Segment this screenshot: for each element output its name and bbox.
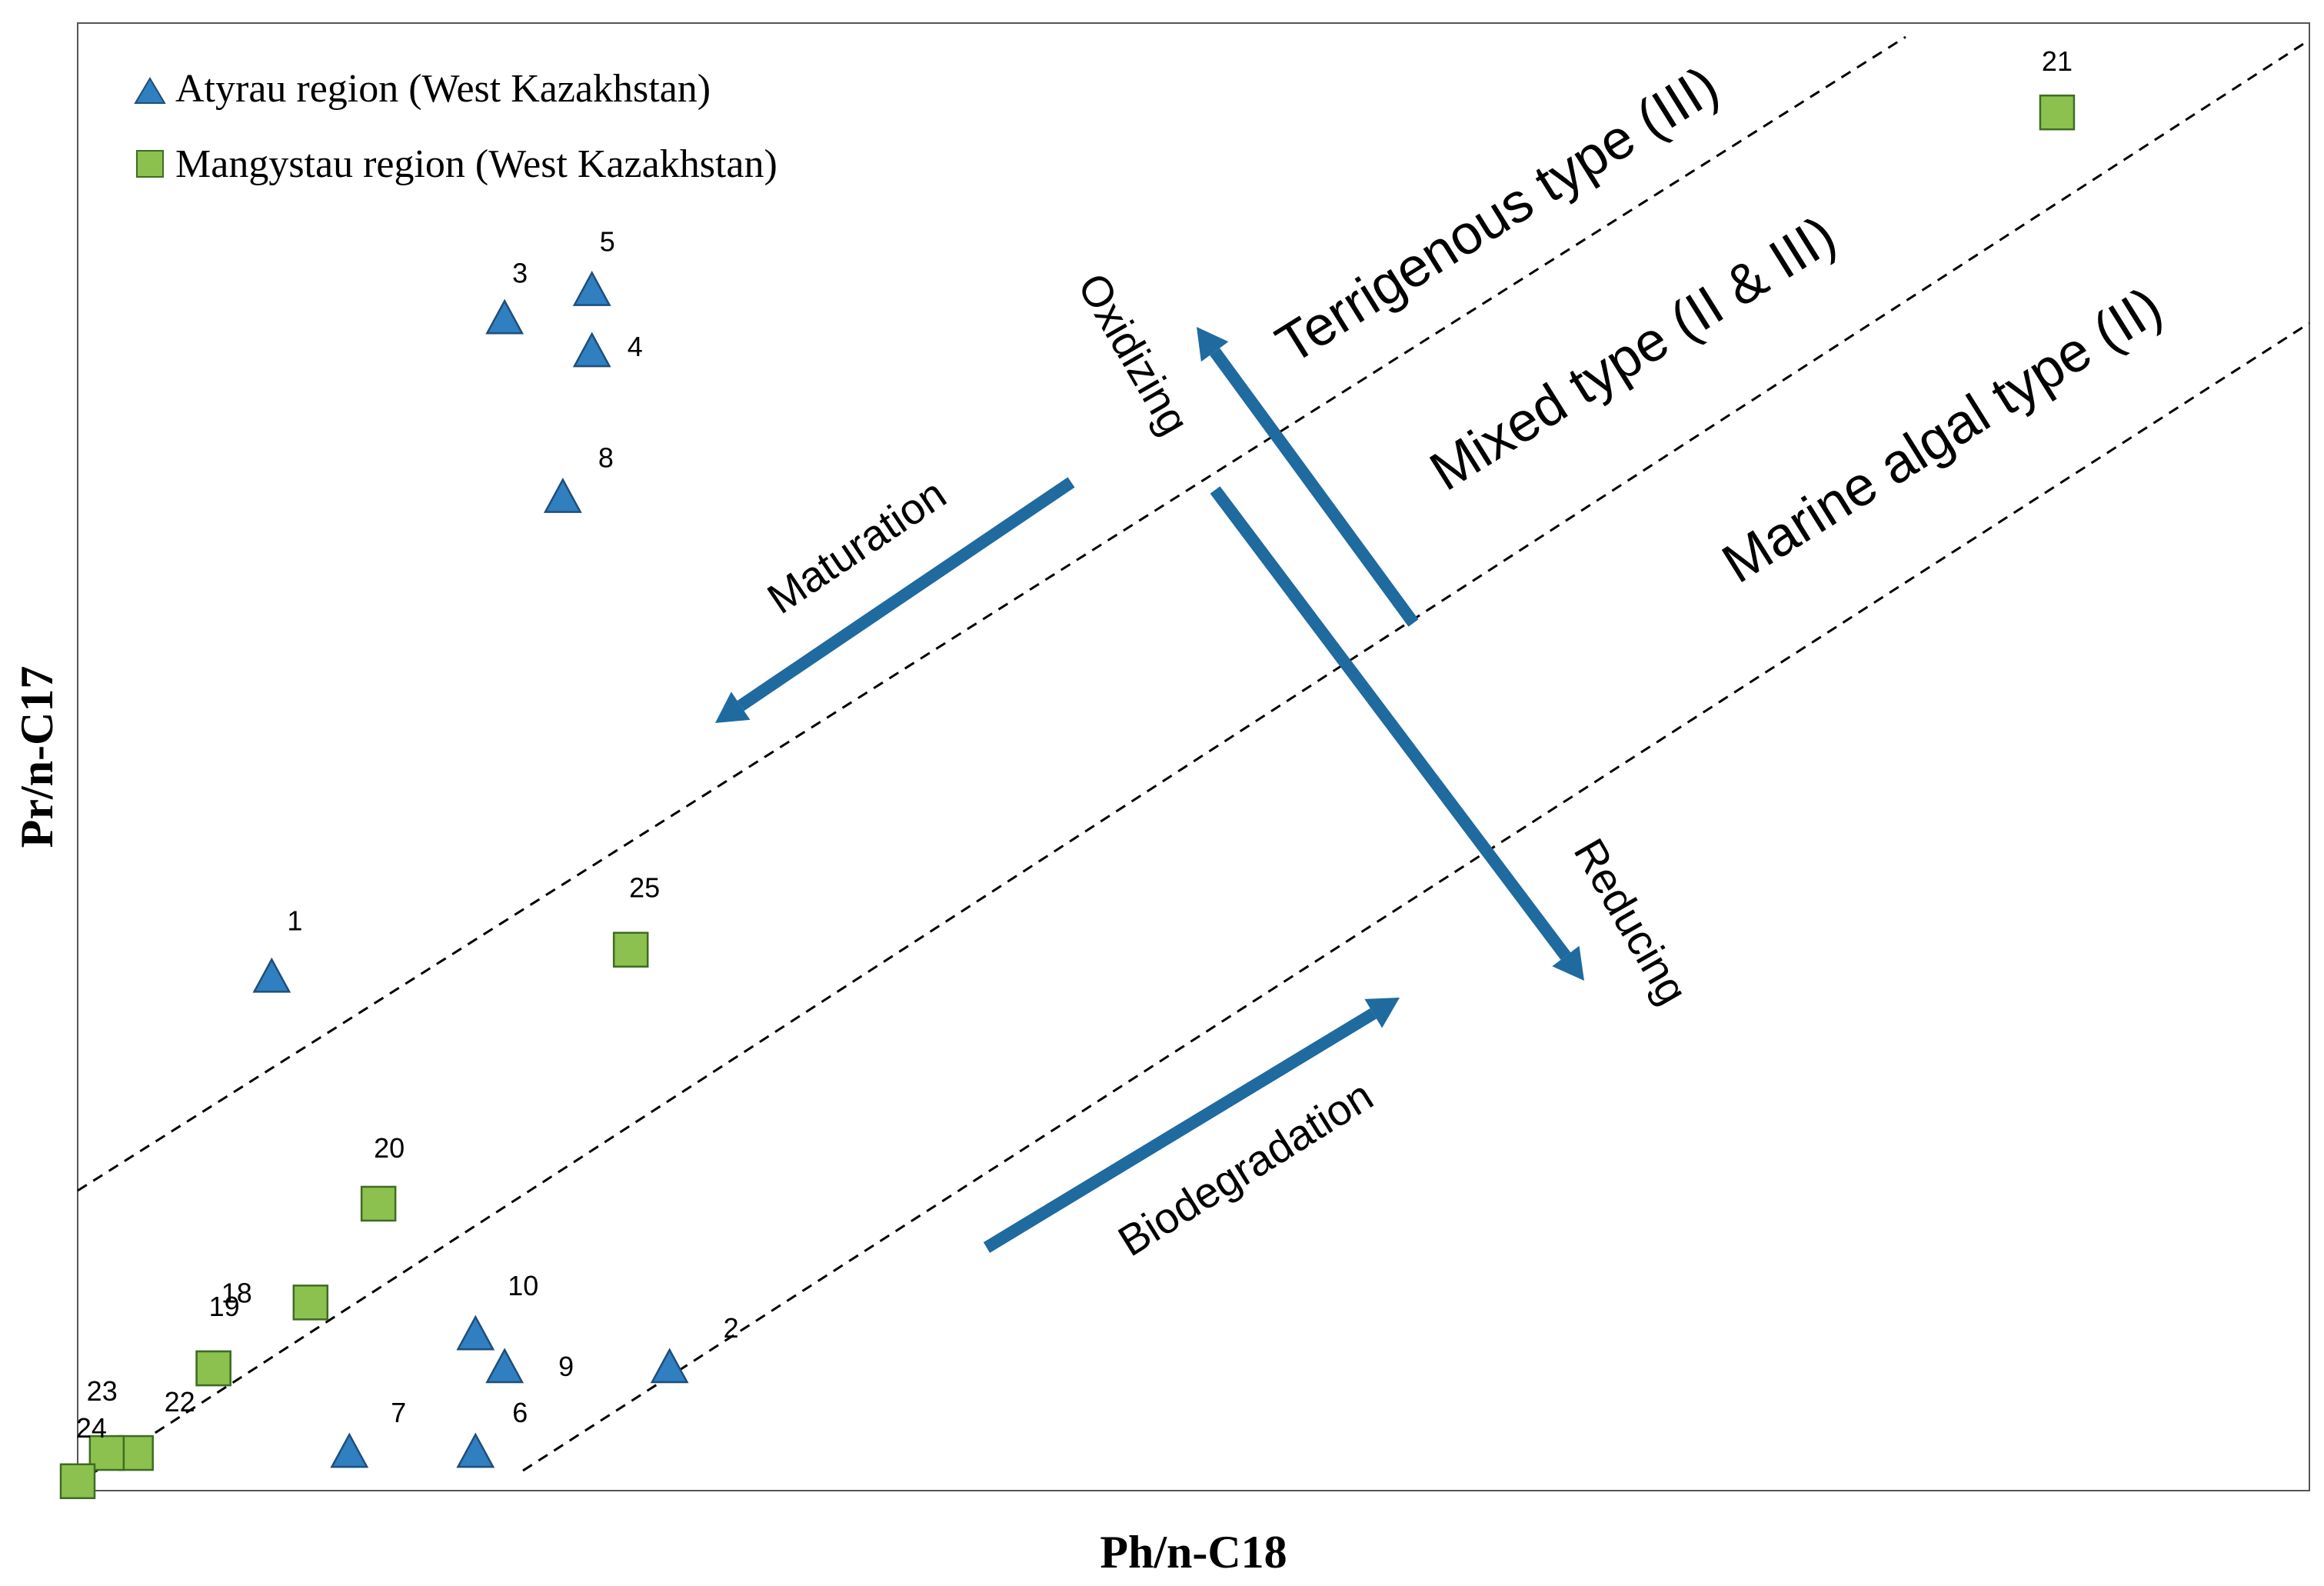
annotation-labels: Terrigenous type (III) Mixed type (II & … bbox=[758, 55, 2173, 1265]
point-label-22: 22 bbox=[165, 1386, 195, 1418]
trend-arrows bbox=[715, 327, 1584, 1253]
point-label-2: 2 bbox=[724, 1312, 739, 1344]
point-label-21: 21 bbox=[2042, 45, 2073, 77]
boundary-line-3 bbox=[522, 322, 2310, 1472]
mangystau-point-8 bbox=[59, 1463, 96, 1500]
point-label-5: 5 bbox=[600, 226, 615, 258]
type-boundary-lines bbox=[77, 35, 2310, 1484]
atyrau-point-2 bbox=[650, 1348, 689, 1384]
marine-algal-type-label: Marine algal type (II) bbox=[1712, 275, 2173, 595]
point-label-23: 23 bbox=[87, 1375, 118, 1407]
atyrau-point-6 bbox=[456, 1432, 495, 1468]
legend-square-marker bbox=[136, 150, 164, 178]
atyrau-point-7 bbox=[330, 1432, 369, 1468]
atyrau-point-9 bbox=[485, 1348, 524, 1384]
atyrau-point-4 bbox=[572, 332, 611, 368]
oxidizing-label: Oxidizing bbox=[1069, 265, 1200, 443]
point-label-25: 25 bbox=[629, 872, 660, 904]
point-label-24: 24 bbox=[76, 1412, 107, 1444]
point-label-9: 9 bbox=[558, 1351, 574, 1382]
y-axis-title: Pr/n-C17 bbox=[12, 666, 62, 848]
atyrau-point-3 bbox=[485, 298, 524, 335]
point-label-8: 8 bbox=[598, 442, 614, 474]
legend-triangle-marker bbox=[134, 77, 166, 104]
point-label-1: 1 bbox=[287, 905, 302, 936]
point-label-18: 18 bbox=[221, 1277, 252, 1308]
boundary-line-2 bbox=[77, 38, 2310, 1484]
mangystau-point-25 bbox=[612, 931, 649, 968]
mangystau-point-22 bbox=[195, 1350, 231, 1387]
mangystau-point-21 bbox=[2039, 94, 2076, 131]
reducing-arrow bbox=[1210, 486, 1584, 981]
mangystau-point-18 bbox=[292, 1284, 329, 1321]
atyrau-point-5 bbox=[572, 270, 611, 306]
maturation-label: Maturation bbox=[758, 469, 954, 623]
atyrau-point-1 bbox=[252, 957, 291, 993]
reducing-label: Reducing bbox=[1565, 831, 1698, 1012]
point-label-7: 7 bbox=[391, 1397, 406, 1428]
maturation-arrow bbox=[715, 477, 1075, 723]
biodegradation-label: Biodegradation bbox=[1110, 1071, 1381, 1265]
point-label-19: 19 bbox=[209, 1291, 240, 1322]
legend-label-atyrau: Atyrau region (West Kazakhstan) bbox=[175, 67, 711, 111]
point-label-4: 4 bbox=[628, 331, 643, 362]
point-label-6: 6 bbox=[512, 1397, 528, 1428]
oxidizing-arrow bbox=[1197, 327, 1419, 627]
x-axis-title: Ph/n-C18 bbox=[1100, 1527, 1287, 1578]
atyrau-point-8 bbox=[543, 478, 582, 513]
point-label-3: 3 bbox=[512, 257, 528, 288]
legend-label-mangystau: Mangystau region (West Kazakhstan) bbox=[175, 142, 777, 186]
point-label-20: 20 bbox=[374, 1132, 405, 1164]
boundary-line-1 bbox=[77, 35, 1906, 1192]
plot-frame bbox=[77, 22, 2310, 1491]
mangystau-point-20 bbox=[360, 1185, 397, 1222]
biodegradation-arrow bbox=[983, 998, 1400, 1253]
legend: Atyrau region (West Kazakhstan) Mangysta… bbox=[134, 67, 777, 186]
atyrau-point-10 bbox=[456, 1314, 495, 1351]
point-label-10: 10 bbox=[508, 1270, 538, 1301]
